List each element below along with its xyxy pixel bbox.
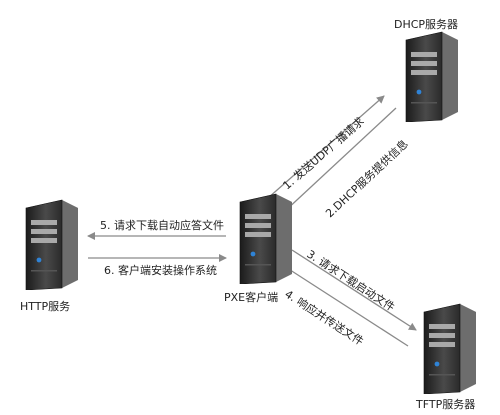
flow-label-6: 6. 客户端安装操作系统 <box>104 263 217 277</box>
pxe-client-label: PXE客户端 <box>224 291 279 304</box>
arrow-f3 <box>291 249 417 331</box>
flow-label-4: 4. 响应并传送文件 <box>282 287 366 348</box>
flow-label-3: 3. 请求下载启动文件 <box>304 247 397 314</box>
flow-label-1: 1. 发送UDP广播请求 <box>280 114 367 192</box>
arrow-f4 <box>283 265 409 347</box>
flow-label-5: 5. 请求下载自动应答文件 <box>100 218 224 232</box>
dhcp-server-label: DHCP服务器 <box>394 18 459 31</box>
tftp-server-label: TFTP服务器 <box>416 398 476 411</box>
tftp-server-icon <box>423 303 476 394</box>
arrow-f2 <box>283 107 397 213</box>
dhcp-server-icon <box>405 31 458 122</box>
http-server-label: HTTP服务 <box>20 300 71 313</box>
arrow-f1 <box>267 95 385 199</box>
http-server-icon <box>25 199 78 290</box>
pxe-client-icon <box>239 193 292 284</box>
